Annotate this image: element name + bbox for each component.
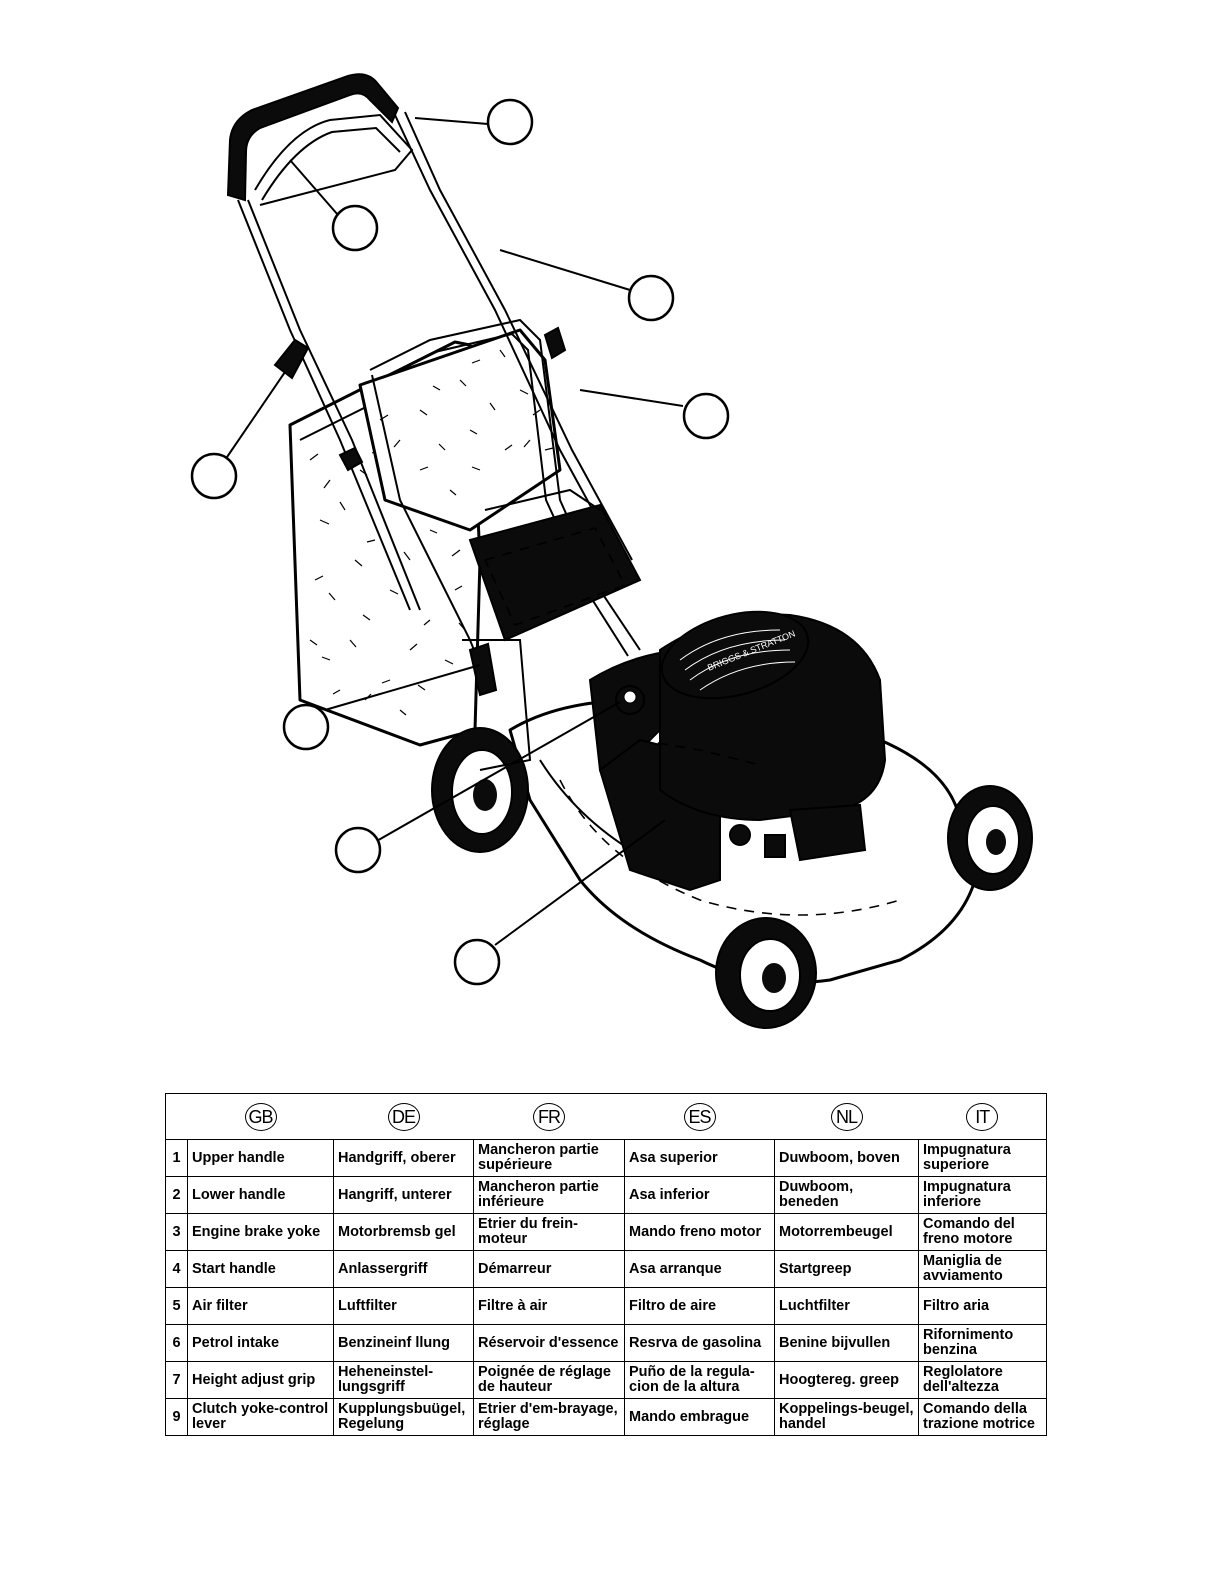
part-name-gb: Air filter <box>187 1287 334 1325</box>
lang-badge-nl: NL <box>830 1102 863 1131</box>
callout-circle-5 <box>190 452 238 500</box>
table-row: 6 Petrol intake Benzineinf llung Réservo… <box>165 1324 1047 1362</box>
part-name-fr: Mancheron partie inférieure <box>473 1176 625 1214</box>
part-name-nl: Benine bijvullen <box>774 1324 919 1362</box>
front-left-wheel <box>715 917 817 1029</box>
part-number: 3 <box>165 1213 188 1251</box>
table-row: 7 Height adjust grip Heheneinstel-lungsg… <box>165 1361 1047 1399</box>
table-row: 5 Air filter Luftfilter Filtre à air Fil… <box>165 1287 1047 1325</box>
part-name-es: Mando freno motor <box>624 1213 775 1251</box>
parts-legend-table: GB DE FR ES NL IT 1 Upper handle Handgri… <box>165 1093 1047 1436</box>
part-name-it: Comando della trazione motrice <box>918 1398 1047 1436</box>
engine: BRIGGS & STRATTON <box>588 610 887 892</box>
lang-badge-gb: GB <box>244 1102 277 1131</box>
lang-badge-fr: FR <box>533 1102 565 1131</box>
part-name-it: Reglolatore dell'altezza <box>918 1361 1047 1399</box>
callout-circle-7 <box>334 826 382 874</box>
height-adjust-lever <box>462 639 532 771</box>
lang-badge-it: IT <box>966 1102 999 1131</box>
part-name-fr: Etrier du frein-moteur <box>473 1213 625 1251</box>
part-number: 9 <box>165 1398 188 1436</box>
part-name-fr: Mancheron partie supérieure <box>473 1139 625 1177</box>
part-number: 2 <box>165 1176 188 1214</box>
part-name-it: Impugnatura superiore <box>918 1139 1047 1177</box>
callout-circle-1 <box>486 98 534 146</box>
part-name-de: Heheneinstel-lungsgriff <box>333 1361 474 1399</box>
part-name-gb: Engine brake yoke <box>187 1213 334 1251</box>
part-name-de: Anlassergriff <box>333 1250 474 1288</box>
part-name-it: Rifornimento benzina <box>918 1324 1047 1362</box>
callout-circle-8 <box>453 938 501 986</box>
front-right-wheel <box>947 785 1033 891</box>
table-row: 9 Clutch yoke-control lever Kupplungsbuü… <box>165 1398 1047 1436</box>
part-name-de: Kupplungsbuügel, Regelung <box>333 1398 474 1436</box>
part-name-fr: Réservoir d'essence <box>473 1324 625 1362</box>
lawn-mower-illustration: BRIGGS & STRATTON <box>190 73 1033 1029</box>
table-row: 1 Upper handle Handgriff, oberer Mancher… <box>165 1139 1047 1177</box>
part-name-fr: Démarreur <box>473 1250 625 1288</box>
part-name-gb: Height adjust grip <box>187 1361 334 1399</box>
part-name-it: Comando del freno motore <box>918 1213 1047 1251</box>
part-name-nl: Duwboom, boven <box>774 1139 919 1177</box>
part-name-es: Filtro de aire <box>624 1287 775 1325</box>
part-name-nl: Startgreep <box>774 1250 919 1288</box>
catcher-rear-panel <box>358 328 562 532</box>
part-name-de: Benzineinf llung <box>333 1324 474 1362</box>
rear-left-wheel <box>431 727 529 853</box>
callout-circle-2 <box>331 204 379 252</box>
table-row: 4 Start handle Anlassergriff Démarreur A… <box>165 1250 1047 1288</box>
part-name-de: Hangriff, unterer <box>333 1176 474 1214</box>
part-name-nl: Koppelings-beugel, handel <box>774 1398 919 1436</box>
part-name-fr: Poignée de réglage de hauteur <box>473 1361 625 1399</box>
callout-circles <box>190 98 730 986</box>
part-number: 1 <box>165 1139 188 1177</box>
part-name-es: Resrva de gasolina <box>624 1324 775 1362</box>
part-name-de: Luftfilter <box>333 1287 474 1325</box>
upper-handle <box>226 73 633 611</box>
part-name-fr: Filtre à air <box>473 1287 625 1325</box>
callout-circle-6 <box>282 703 330 751</box>
part-name-nl: Luchtfilter <box>774 1287 919 1325</box>
part-name-es: Asa arranque <box>624 1250 775 1288</box>
header-lang-nl: NL <box>774 1093 919 1140</box>
part-name-es: Asa superior <box>624 1139 775 1177</box>
part-name-es: Mando embrague <box>624 1398 775 1436</box>
part-name-gb: Clutch yoke-control lever <box>187 1398 334 1436</box>
callout-leaders <box>224 117 684 946</box>
lang-badge-de: DE <box>387 1102 420 1131</box>
header-lang-es: ES <box>624 1093 775 1140</box>
part-name-es: Puño de la regula-cion de la altura <box>624 1361 775 1399</box>
part-name-it: Filtro aria <box>918 1287 1047 1325</box>
header-lang-fr: FR <box>473 1093 625 1140</box>
part-name-gb: Lower handle <box>187 1176 334 1214</box>
language-header-row: GB DE FR ES NL IT <box>165 1093 1047 1140</box>
part-name-es: Asa inferior <box>624 1176 775 1214</box>
header-blank-cell <box>165 1093 188 1140</box>
callout-circle-3 <box>627 274 675 322</box>
part-name-gb: Petrol intake <box>187 1324 334 1362</box>
part-name-fr: Etrier d'em-brayage, réglage <box>473 1398 625 1436</box>
callout-circle-4 <box>682 392 730 440</box>
discharge-chute <box>468 488 642 642</box>
part-number: 7 <box>165 1361 188 1399</box>
table-row: 2 Lower handle Hangriff, unterer Mancher… <box>165 1176 1047 1214</box>
part-number: 4 <box>165 1250 188 1288</box>
part-name-de: Handgriff, oberer <box>333 1139 474 1177</box>
part-name-it: Impugnatura inferiore <box>918 1176 1047 1214</box>
part-name-nl: Hoogtereg. greep <box>774 1361 919 1399</box>
part-number: 5 <box>165 1287 188 1325</box>
part-name-nl: Duwboom, beneden <box>774 1176 919 1214</box>
part-name-it: Maniglia de avviamento <box>918 1250 1047 1288</box>
part-name-nl: Motorrembeugel <box>774 1213 919 1251</box>
part-name-de: Motorbremsb gel <box>333 1213 474 1251</box>
header-lang-gb: GB <box>187 1093 334 1140</box>
part-number: 6 <box>165 1324 188 1362</box>
header-lang-de: DE <box>333 1093 474 1140</box>
part-name-gb: Start handle <box>187 1250 334 1288</box>
part-name-gb: Upper handle <box>187 1139 334 1177</box>
header-lang-it: IT <box>918 1093 1047 1140</box>
lang-badge-es: ES <box>683 1102 716 1131</box>
table-row: 3 Engine brake yoke Motorbremsb gel Etri… <box>165 1213 1047 1251</box>
